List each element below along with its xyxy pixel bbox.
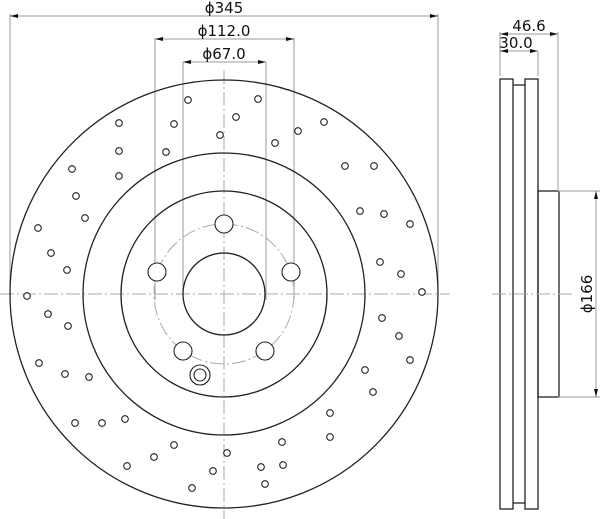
dim-center-bore: ϕ67.0 (202, 45, 245, 63)
bolt-hole (214, 214, 234, 234)
drilled-hole (115, 119, 123, 127)
pcd-circle (153, 223, 295, 365)
drilled-hole (35, 359, 43, 367)
dim-total-height: 46.6 (512, 17, 545, 35)
friction-ring-inner-edge (82, 152, 366, 436)
dim-pcd-diameter: ϕ112.0 (198, 22, 251, 40)
drilled-hole (320, 118, 328, 126)
drilled-hole (223, 449, 231, 457)
drilled-hole (170, 120, 178, 128)
drilled-hole (115, 172, 123, 180)
drilled-hole (370, 162, 378, 170)
drilled-hole (68, 165, 76, 173)
drilled-hole (63, 266, 71, 274)
center-bore (182, 252, 266, 336)
drilled-hole (34, 224, 42, 232)
drilled-hole (72, 192, 80, 200)
disc-outer-edge (9, 79, 439, 509)
bolt-hole (173, 341, 193, 361)
drilled-hole (278, 438, 286, 446)
drilled-hole (98, 419, 106, 427)
drilled-hole (44, 310, 52, 318)
drilled-hole (326, 433, 334, 441)
dim-disc-thickness: 30.0 (499, 34, 532, 52)
drilled-hole (115, 147, 123, 155)
drilled-hole (341, 162, 349, 170)
hat-edge (120, 190, 328, 398)
drilled-hole (326, 409, 334, 417)
drilled-hole (271, 139, 279, 147)
bolt-holes (147, 214, 301, 361)
drilled-hole (170, 441, 178, 449)
drilled-hole (257, 463, 265, 471)
drilled-hole (254, 95, 262, 103)
drilled-hole (369, 388, 377, 396)
drilled-hole (232, 113, 240, 121)
drilled-hole (71, 419, 79, 427)
drilled-hole (81, 214, 89, 222)
cross-drilled-holes (23, 95, 426, 492)
drilled-hole (406, 356, 414, 364)
drilled-hole (216, 131, 224, 139)
bolt-hole (281, 262, 301, 282)
drilled-hole (123, 462, 131, 470)
drilled-hole (188, 484, 196, 492)
drilled-hole (162, 148, 170, 156)
drilled-hole (406, 220, 414, 228)
drilled-hole (85, 373, 93, 381)
drilled-hole (150, 453, 158, 461)
drilled-hole (356, 207, 364, 215)
drilled-hole (261, 480, 269, 488)
drilled-hole (376, 258, 384, 266)
drilled-hole (121, 415, 129, 423)
drilled-hole (294, 127, 302, 135)
drilled-hole (279, 461, 287, 469)
dim-hat-diameter: ϕ166 (578, 275, 596, 314)
drilled-hole (184, 96, 192, 104)
drilled-hole (361, 366, 369, 374)
drilled-hole (397, 270, 405, 278)
drilled-hole (380, 210, 388, 218)
locating-hole (189, 364, 211, 386)
drilled-hole (47, 249, 55, 257)
bolt-hole (147, 262, 167, 282)
bolt-hole (255, 341, 275, 361)
drilled-hole (61, 370, 69, 378)
dim-outer-diameter: ϕ345 (205, 0, 244, 17)
front-view: ϕ345 ϕ112.0 ϕ67.0 (0, 0, 450, 519)
drilled-hole (418, 288, 426, 296)
drilled-hole (23, 292, 31, 300)
drilled-hole (209, 467, 217, 475)
drilled-hole (395, 332, 403, 340)
drilled-hole (378, 314, 386, 322)
side-view: 46.6 30.0 ϕ166 (492, 17, 600, 510)
drilled-hole (64, 322, 72, 330)
